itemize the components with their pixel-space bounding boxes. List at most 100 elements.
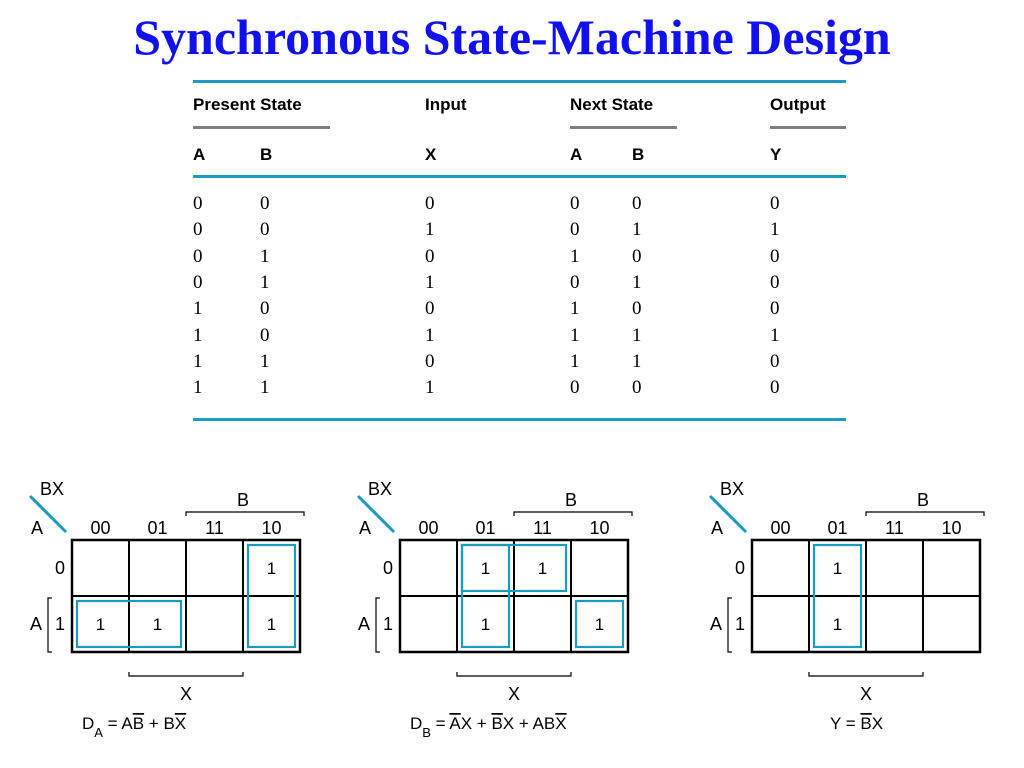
table-cell-b: 0 — [260, 298, 270, 320]
table-cell-b: 1 — [260, 245, 270, 267]
kmap-1-col-label: 10 — [261, 518, 281, 538]
kmap-3-row-label: 0 — [735, 558, 745, 578]
kmap-3-row-label: 1 — [735, 614, 745, 634]
eq-text: X + — [461, 714, 492, 733]
table-cell-a: 1 — [193, 298, 203, 320]
kmap-3-a-bracket — [727, 597, 732, 653]
kmap-3-cell-value: 1 — [833, 615, 842, 634]
table-cell-next-a: 1 — [570, 350, 580, 372]
kmap-3-corner-a: A — [711, 518, 723, 538]
kmap-2-col-label: 10 — [589, 518, 609, 538]
table-cell-next-b: 0 — [632, 245, 642, 267]
table-bottom-rule — [193, 418, 846, 421]
header-present-state: Present State — [193, 95, 302, 114]
table-cell-next-b: 1 — [632, 219, 642, 241]
table-header-rule — [193, 175, 846, 178]
table-cell-next-a: 1 — [570, 298, 580, 320]
table-cell-x: 0 — [425, 350, 435, 372]
eq-overline-term: X — [555, 714, 566, 733]
kmap-3-col-label: 00 — [770, 518, 790, 538]
kmap-2-group-outline — [574, 599, 625, 649]
col-header-b: B — [260, 145, 273, 164]
eq-lhs: D — [410, 714, 422, 733]
table-cell-next-b: 1 — [632, 350, 642, 372]
kmap-2-corner-a: A — [359, 518, 371, 538]
table-cell-next-a: 0 — [570, 271, 580, 293]
kmap-1-cell-value: 1 — [267, 559, 276, 578]
kmap-2-cell-value: 1 — [538, 559, 547, 578]
table-cell-b: 1 — [260, 271, 270, 293]
eq-lhs: Y = — [830, 714, 860, 733]
table-cell-b: 1 — [260, 377, 270, 399]
kmap-3-x-label: X — [860, 684, 872, 704]
kmap-1-row-label: 0 — [55, 558, 65, 578]
kmap-3-corner-bx: BX — [720, 479, 744, 499]
kmap-1-col-label: 11 — [205, 518, 224, 538]
table-cell-a: 0 — [193, 219, 203, 241]
kmap-1-corner-bx: BX — [40, 479, 64, 499]
col-header-next-a: A — [570, 145, 583, 164]
kmap-2-corner-bx: BX — [368, 479, 392, 499]
table-cell-a: 1 — [193, 324, 203, 346]
equation-y: Y = BX — [830, 714, 883, 733]
eq-overline-term: X — [175, 714, 186, 733]
table-cell-x: 1 — [425, 377, 435, 399]
col-header-y: Y — [770, 145, 782, 164]
kmap-3-col-label: 01 — [827, 518, 847, 538]
output-underline — [770, 126, 846, 129]
present-state-underline — [193, 126, 330, 129]
kmap-2-b-label: B — [565, 490, 577, 510]
eq-lhs: D — [82, 714, 94, 733]
kmap-3-b-bracket — [865, 511, 985, 516]
table-cell-b: 1 — [260, 350, 270, 372]
table-cell-y: 0 — [770, 377, 780, 399]
table-cell-a: 1 — [193, 377, 203, 399]
kmap-2-group-outline — [460, 543, 511, 649]
table-cell-x: 1 — [425, 219, 435, 241]
eq-overline-term: B — [133, 714, 144, 733]
table-cell-next-a: 1 — [570, 324, 580, 346]
kmap-2-col-label: 00 — [418, 518, 438, 538]
kmap-3-b-label: B — [917, 490, 929, 510]
table-cell-x: 0 — [425, 193, 435, 214]
table-cell-next-a: 0 — [570, 377, 580, 399]
table-cell-next-b: 1 — [632, 324, 642, 346]
next-state-underline — [570, 126, 677, 129]
eq-overline-term: B — [491, 714, 502, 733]
table-cell-y: 1 — [770, 219, 780, 241]
table-cell-y: 0 — [770, 271, 780, 293]
table-cell-next-b: 1 — [632, 271, 642, 293]
eq-subscript: B — [422, 725, 431, 740]
kmap-2-cell-value: 1 — [481, 559, 490, 578]
col-header-next-b: B — [632, 145, 645, 164]
table-cell-b: 0 — [260, 193, 270, 214]
kmap-1-corner-a: A — [31, 518, 43, 538]
table-cell-a: 1 — [193, 350, 203, 372]
table-cell-b: 0 — [260, 219, 270, 241]
table-cell-next-b: 0 — [632, 298, 642, 320]
kmap-1-b-label: B — [237, 490, 249, 510]
eq-text: + B — [144, 714, 175, 733]
kmap-2-a-label: A — [358, 614, 370, 634]
col-header-x: X — [425, 145, 437, 164]
kmap-1-col-label: 01 — [147, 518, 167, 538]
kmap-1-x-bracket — [128, 672, 244, 677]
table-cell-x: 0 — [425, 298, 435, 320]
table-cell-a: 0 — [193, 193, 203, 214]
kmap-2-row-label: 1 — [383, 614, 393, 634]
table-cell-next-a: 0 — [570, 193, 580, 214]
table-cell-next-b: 0 — [632, 193, 642, 214]
kmap-1-cell-value: 1 — [96, 615, 105, 634]
kmap-2-b-bracket — [513, 511, 633, 516]
kmap-2-col-label: 01 — [475, 518, 495, 538]
kmap-3-col-label: 10 — [941, 518, 961, 538]
kmap-3-corner-diagonal — [708, 494, 748, 534]
table-cell-next-a: 0 — [570, 219, 580, 241]
kmap-1-b-bracket — [185, 511, 305, 516]
kmap-3-a-label: A — [710, 614, 722, 634]
kmap-2-corner-diagonal — [356, 494, 396, 534]
kmap-1-group-outline — [75, 599, 183, 649]
table-cell-y: 0 — [770, 193, 780, 214]
header-output: Output — [770, 95, 826, 114]
table-cell-b: 0 — [260, 324, 270, 346]
